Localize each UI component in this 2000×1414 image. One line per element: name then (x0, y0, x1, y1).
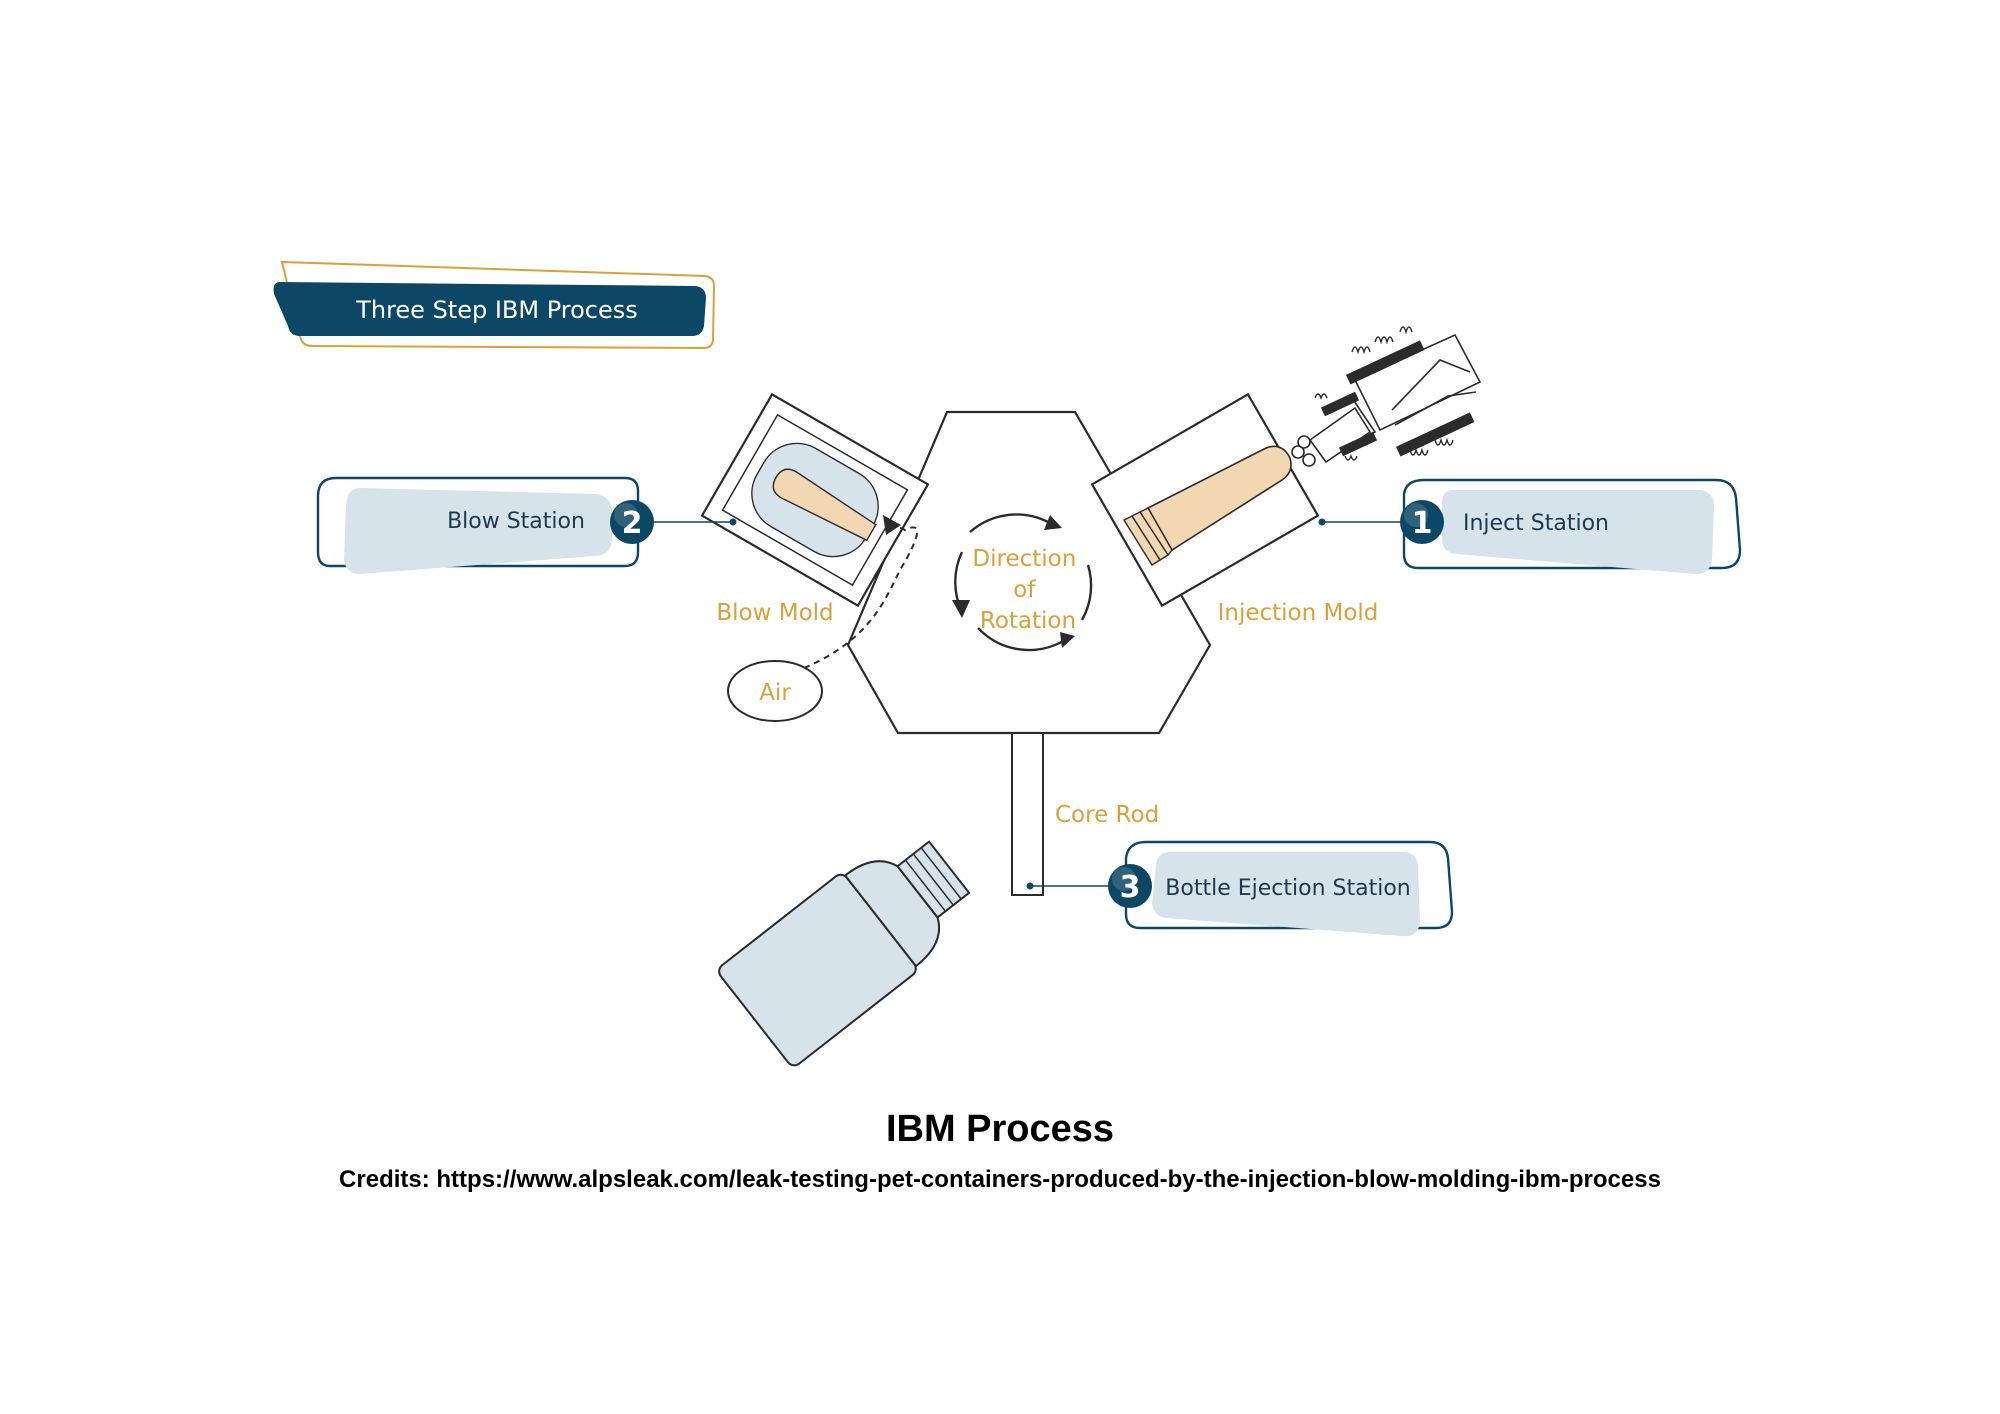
air-line (803, 521, 919, 669)
injection-preform (1122, 445, 1292, 566)
rotation-label-line-3: Rotation (980, 608, 1076, 634)
eject-station-badge (1108, 864, 1152, 908)
eject-station-label: Bottle Ejection Station (1165, 876, 1410, 901)
blow-station-callout: Blow Station 2 (316, 476, 737, 574)
inject-station-badge (1400, 500, 1444, 544)
blow-station-label: Blow Station (447, 509, 585, 534)
injection-unit (1291, 326, 1482, 467)
caption-credits: Credits: https://www.alpsleak.com/leak-t… (339, 1166, 1661, 1193)
header-title: Three Step IBM Process (355, 296, 638, 324)
air-label: Air (759, 680, 791, 706)
rotation-arrows (954, 513, 1093, 652)
core-rod (1011, 732, 1044, 896)
blow-station-badge (610, 500, 654, 544)
blow-station-number: 2 (622, 506, 643, 541)
ejected-bottle (718, 840, 971, 1067)
rotation-label-line-1: Direction (972, 546, 1076, 572)
air-arrowhead (883, 515, 901, 535)
header-badge: Three Step IBM Process (273, 260, 716, 350)
air-ellipse (727, 660, 823, 722)
rotation-label: Direction of Rotation (972, 546, 1083, 634)
eject-station-number: 3 (1120, 870, 1141, 905)
injection-mold-label: Injection Mold (1218, 600, 1379, 626)
blow-mold (700, 392, 930, 608)
eject-station-callout: Bottle Ejection Station 3 (1026, 840, 1454, 937)
blow-mold-label: Blow Mold (716, 600, 833, 626)
caption-title: IBM Process (885, 1108, 1115, 1150)
rotation-arrowheads (952, 515, 1075, 648)
inject-station-number: 1 (1412, 506, 1433, 541)
rotation-label-line-2: of (1013, 577, 1036, 603)
inject-station-callout: Inject Station 1 (1318, 478, 1742, 574)
inject-station-label: Inject Station (1463, 511, 1609, 536)
core-rod-label: Core Rod (1055, 802, 1159, 828)
